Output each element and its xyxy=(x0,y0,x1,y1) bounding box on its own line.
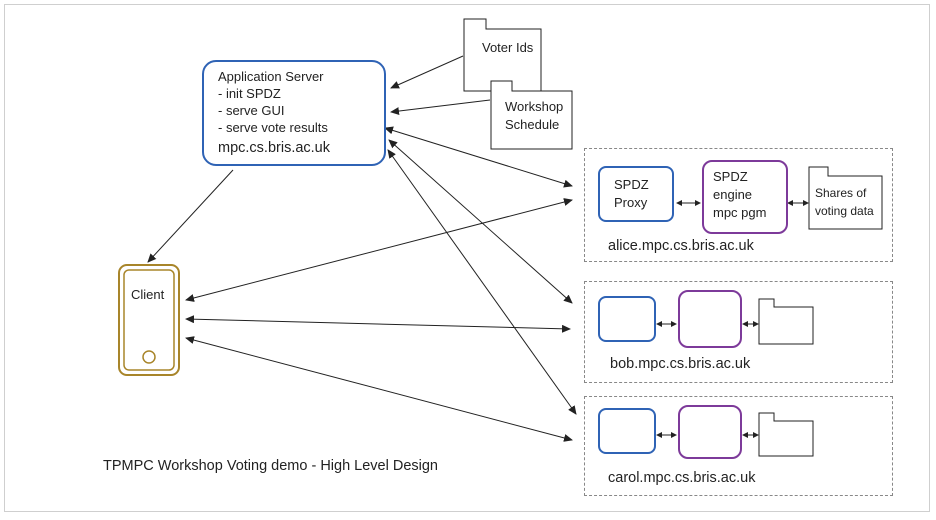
workshop-schedule-file-icon xyxy=(490,80,573,150)
app-server-item-init: - init SPDZ xyxy=(218,86,281,101)
app-server-item-results: - serve vote results xyxy=(218,120,328,135)
carol-spdz-engine-box xyxy=(678,405,742,459)
arrow-client-alice xyxy=(185,198,573,302)
alice-engine-line1: SPDZ xyxy=(713,169,748,184)
bob-spdz-engine-box xyxy=(678,290,742,348)
workshop-label-line1: Workshop xyxy=(505,99,564,114)
app-server-item-gui: - serve GUI xyxy=(218,103,285,118)
carol-node-container xyxy=(584,396,893,496)
alice-shares-line2: voting data xyxy=(815,204,874,218)
alice-proxy-line2: Proxy xyxy=(614,195,648,210)
diagram-caption: TPMPC Workshop Voting demo - High Level … xyxy=(103,458,438,474)
alice-host-label: alice.mpc.cs.bris.ac.uk xyxy=(608,238,754,254)
alice-shares-line1: Shares of xyxy=(815,186,867,200)
carol-shares-file-icon xyxy=(758,412,814,457)
alice-node-container xyxy=(584,148,893,262)
alice-spdz-proxy-box xyxy=(598,166,674,222)
arrow-server-to-client xyxy=(147,169,234,263)
diagram-frame xyxy=(4,4,930,512)
arrow-server-bob xyxy=(388,139,573,304)
alice-proxy-line1: SPDZ xyxy=(614,177,649,192)
alice-spdz-engine-box xyxy=(702,160,788,234)
carol-spdz-proxy-box xyxy=(598,408,656,454)
alice-engine-line2: engine xyxy=(713,187,753,202)
arrow-schedule-to-server xyxy=(390,99,491,116)
client-label: Client xyxy=(131,287,165,302)
bob-node-container xyxy=(584,281,893,383)
alice-engine-line3: mpc pgm xyxy=(713,205,767,220)
arrow-client-carol xyxy=(185,336,573,442)
arrow-voterids-to-server xyxy=(390,55,464,89)
bob-spdz-proxy-box xyxy=(598,296,656,342)
application-server-box xyxy=(202,60,386,166)
arrow-client-bob xyxy=(185,315,571,333)
bob-host-label: bob.mpc.cs.bris.ac.uk xyxy=(610,356,751,372)
voter-ids-label: Voter Ids xyxy=(482,40,534,55)
workshop-label-line2: Schedule xyxy=(505,117,560,132)
client-phone-icon xyxy=(118,264,180,376)
alice-shares-file-icon xyxy=(808,166,883,230)
app-server-host: mpc.cs.bris.ac.uk xyxy=(218,140,330,156)
bob-shares-file-icon xyxy=(758,298,814,345)
carol-host-label: carol.mpc.cs.bris.ac.uk xyxy=(608,470,756,486)
app-server-title: Application Server xyxy=(218,69,324,84)
